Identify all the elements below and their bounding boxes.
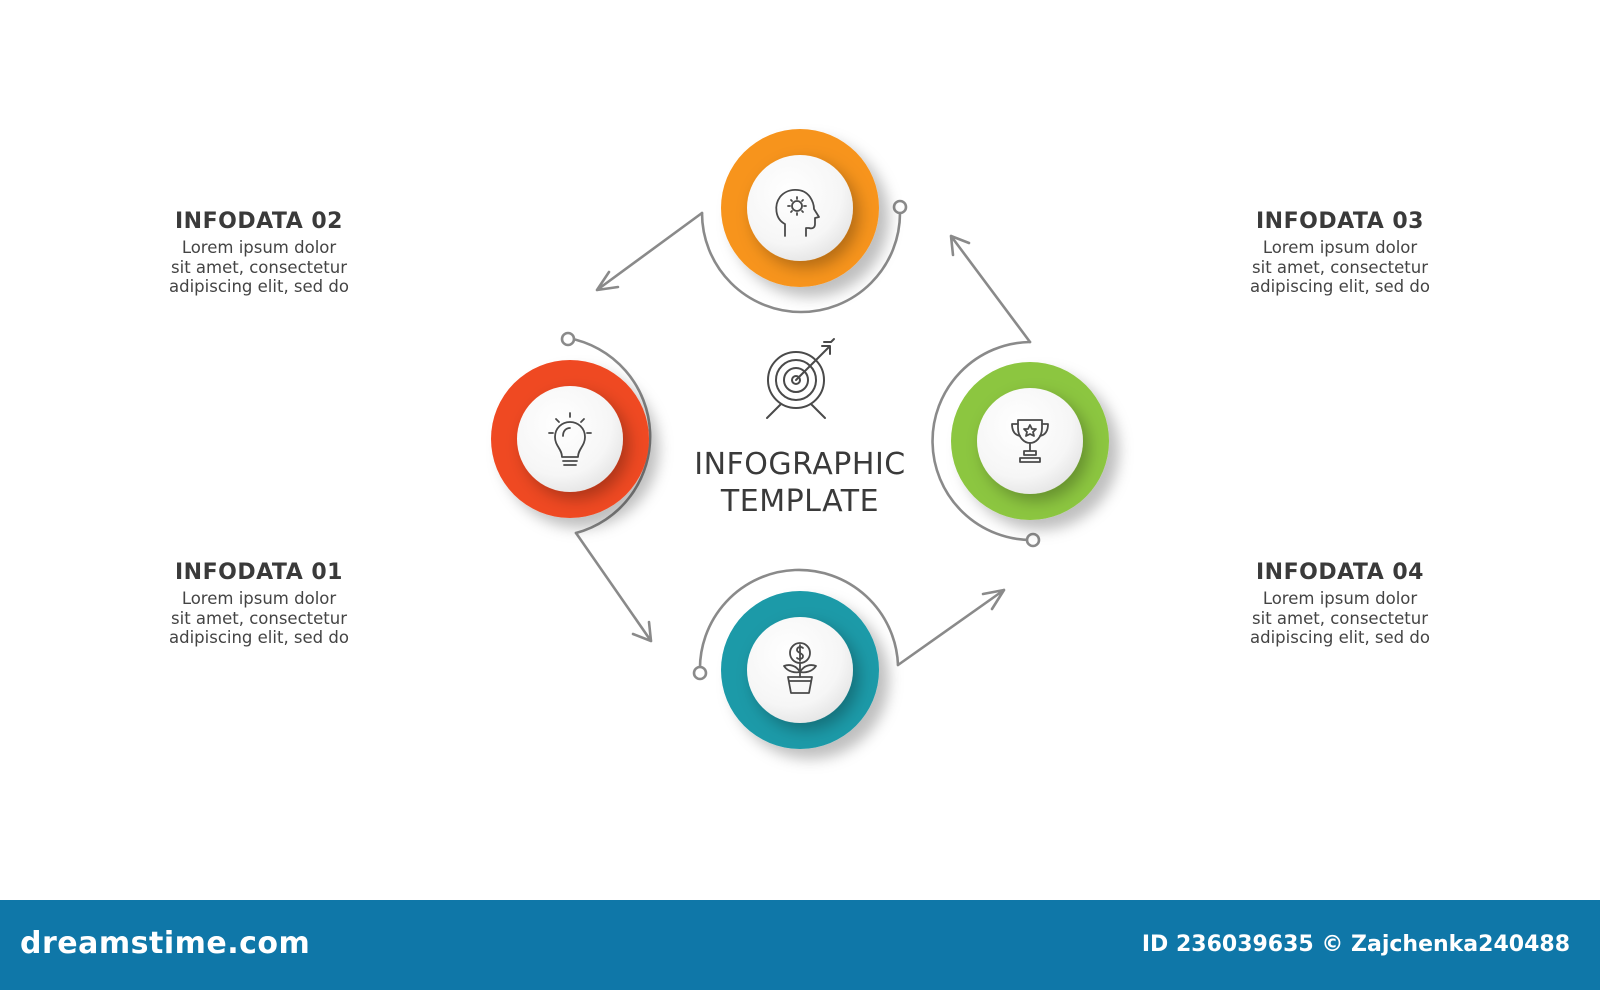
infodata-03: INFODATA 03 Lorem ipsum dolor sit amet, … [1190, 209, 1490, 297]
infodata-01: INFODATA 01 Lorem ipsum dolor sit amet, … [109, 560, 409, 648]
step-circle-02 [721, 129, 879, 287]
infodata-04: INFODATA 04 Lorem ipsum dolor sit amet, … [1190, 560, 1490, 648]
connector-lines [560, 199, 1041, 681]
infodata-02-line-1: Lorem ipsum dolor [181, 238, 337, 257]
head-gear-icon [775, 188, 820, 237]
footer-credit: ID 236039635 © Zajchenka240488 [1141, 932, 1570, 957]
infodata-03-line-1: Lorem ipsum dolor [1262, 238, 1418, 257]
connector-arc-02 [700, 211, 902, 314]
infodata-01-line-1: Lorem ipsum dolor [181, 589, 337, 608]
center-title-line-2: TEMPLATE [720, 484, 880, 519]
infodata-04-title: INFODATA 04 [1255, 560, 1424, 585]
center-title-line-1: INFOGRAPHIC [694, 447, 906, 482]
infographic-diagram [491, 129, 1109, 749]
infodata-03-line-3: adipiscing elit, sed do [1250, 277, 1430, 296]
trophy-icon [1011, 419, 1049, 463]
step-circle-01 [491, 360, 649, 518]
infodata-02-line-2: sit amet, consectetur [171, 257, 347, 277]
arrow-03-to-02 [949, 234, 1032, 344]
infodata-04-line-1: Lorem ipsum dolor [1262, 589, 1418, 608]
connector-dot-02 [892, 199, 908, 215]
center-title: INFOGRAPHIC TEMPLATE [650, 446, 950, 520]
connector-arc-04 [698, 568, 900, 675]
infodata-03-line-2: sit amet, consectetur [1252, 257, 1428, 277]
connector-arc-01 [566, 336, 652, 535]
infodata-01-line-2: sit amet, consectetur [171, 608, 347, 628]
connector-dot-01 [560, 331, 576, 347]
infodata-03-title: INFODATA 03 [1255, 209, 1424, 234]
infodata-02-line-3: adipiscing elit, sed do [169, 277, 349, 296]
connector-dot-04 [692, 665, 708, 681]
infodata-04-line-2: sit amet, consectetur [1252, 608, 1428, 628]
step-circle-04 [721, 591, 879, 749]
infodata-04-line-3: adipiscing elit, sed do [1250, 628, 1430, 647]
arrow-01-to-04 [574, 531, 653, 643]
arrow-02-to-01 [595, 211, 704, 292]
footer-logo[interactable]: dreamstime.com [20, 926, 311, 961]
infodata-01-title: INFODATA 01 [174, 560, 343, 585]
footer-bar: dreamstime.com ID 236039635 © Zajchenka2… [0, 900, 1600, 990]
infodata-01-line-3: adipiscing elit, sed do [169, 628, 349, 647]
infodata-02: INFODATA 02 Lorem ipsum dolor sit amet, … [109, 209, 409, 297]
arrow-04-to-03 [896, 588, 1006, 667]
target-icon [766, 338, 835, 419]
connector-arc-03 [931, 340, 1035, 542]
connector-dot-03 [1025, 532, 1041, 548]
money-plant-icon [783, 642, 817, 694]
infodata-02-title: INFODATA 02 [174, 209, 343, 234]
lightbulb-icon [548, 412, 592, 466]
step-circle-03 [951, 362, 1109, 520]
